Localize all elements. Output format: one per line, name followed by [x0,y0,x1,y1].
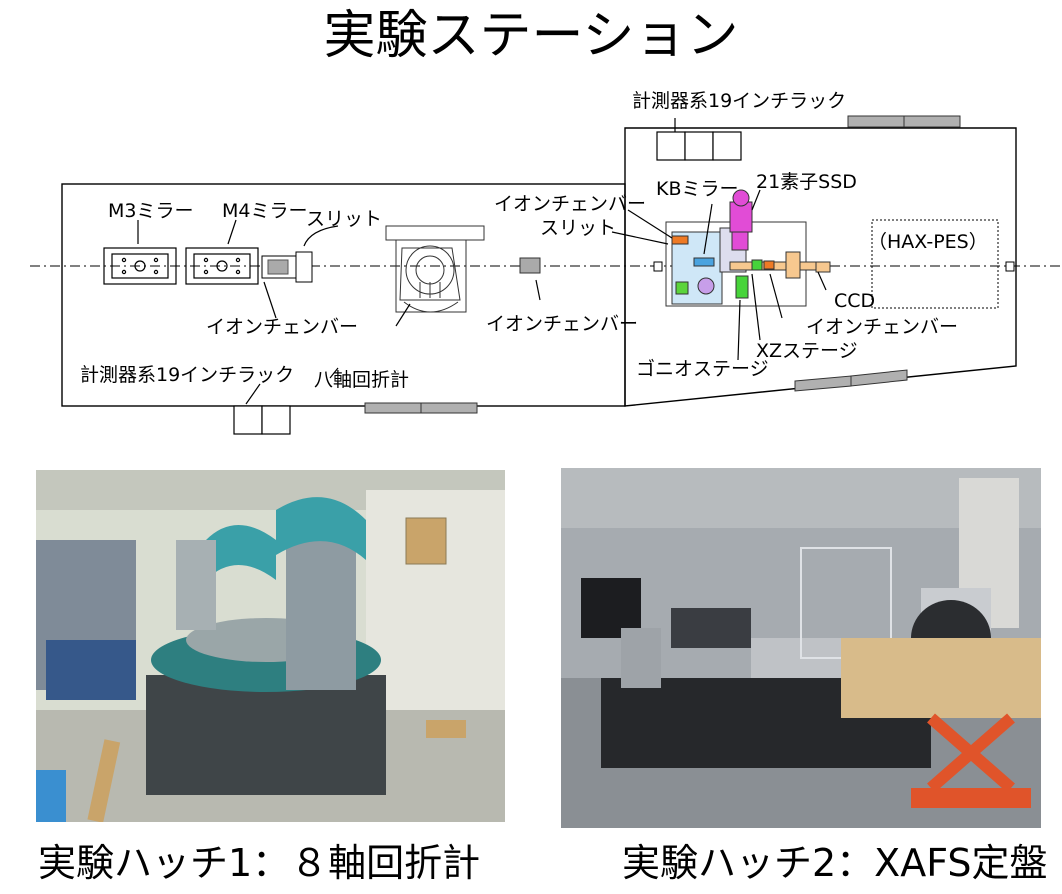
door-bar [847,115,905,128]
label-slit-hutch2: スリット [540,217,616,239]
label-kb-mirror: KBミラー [656,178,739,200]
rack-hutch1 [233,405,291,435]
door-bar [794,375,852,392]
m3-mirror-symbol [103,247,177,285]
door-bar [850,369,908,387]
label-ion-chamber-b: イオンチェンバー [486,313,638,335]
diffractometer-symbol [385,225,485,313]
ion-chamber-symbol [519,257,541,274]
door-bar [364,402,422,414]
label-xz-stage: XZステージ [756,340,858,362]
photo-hutch2 [561,468,1041,828]
label-ssd: 21素子SSD [756,171,857,193]
label-hax-pes: （HAX-PES） [868,231,988,253]
page-title: 実験ステーション [323,6,739,66]
m4-mirror-symbol [185,247,259,285]
beamline-layout-diagram: M3ミラー M4ミラー スリット イオンチェンバー イオンチェンバー 計測器系1… [30,90,1062,435]
door-bar [903,115,961,128]
xafs-table-symbol [665,189,831,307]
door-bar [420,402,478,414]
label-m3-mirror: M3ミラー [108,200,193,222]
label-ion-chamber-top: イオンチェンバー [494,193,646,215]
slit-symbol [295,251,313,283]
label-ccd: CCD [834,290,875,312]
hax-pes-region [871,219,999,309]
label-diffractometer: 八軸回折計 [314,369,409,391]
hutch2-outline [624,127,1017,407]
label-rack-hutch2: 計測器系19インチラック [632,90,846,112]
photo-hutch1 [36,470,505,822]
rack-hutch2 [656,131,742,161]
label-rack-hutch1: 計測器系19インチラック [80,364,294,386]
label-slit: スリット [306,208,382,230]
label-gonio-stage: ゴニオステージ [636,358,769,380]
label-ion-chamber-bottom: イオンチェンバー [806,316,958,338]
label-ion-chamber-a: イオンチェンバー [206,316,358,338]
caption-hutch1: 実験ハッチ1：８軸回折計 [38,841,481,885]
caption-hutch2: 実験ハッチ2：XAFS定盤 [622,841,1048,885]
label-m4-mirror: M4ミラー [222,200,307,222]
